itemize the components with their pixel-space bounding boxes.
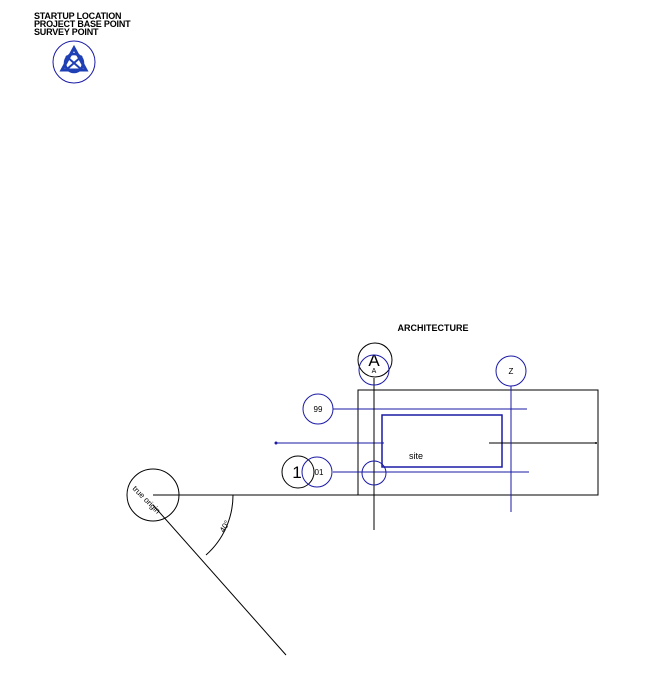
- drawing-title: ARCHITECTURE: [398, 323, 469, 333]
- survey-point-icon[interactable]: [52, 40, 96, 84]
- elevation-right-end: [595, 442, 597, 444]
- level-bubble-lower[interactable]: 01: [301, 456, 333, 488]
- grid-bubble-z[interactable]: Z: [495, 355, 527, 387]
- section-marker-label: 1: [292, 463, 301, 482]
- elevation-left-end: [274, 441, 278, 445]
- level-bubble-upper-label: 99: [314, 405, 323, 414]
- room-boundary[interactable]: [381, 414, 503, 468]
- angle-arc: [205, 494, 234, 556]
- angle-label: 40°: [218, 519, 232, 534]
- level-bubble-lower-label: 01: [315, 468, 324, 477]
- intersection-marker[interactable]: [361, 460, 387, 486]
- true-origin-label: true origin: [131, 484, 163, 516]
- room-label: site: [409, 451, 423, 461]
- section-marker[interactable]: 1: [281, 455, 315, 489]
- grid-bubble-a-small-label: A: [372, 368, 377, 375]
- legend-survey-point: SURVEY POINT: [34, 27, 99, 37]
- legend-project-base-point: PROJECT BASE POINT: [34, 19, 131, 29]
- legend-startup-location: STARTUP LOCATION: [34, 11, 122, 21]
- grid-bubble-a-small[interactable]: A: [358, 354, 390, 386]
- grid-bubble-z-label: Z: [509, 367, 514, 376]
- true-north-line: [152, 504, 287, 656]
- point-legend: STARTUP LOCATION PROJECT BASE POINT SURV…: [34, 11, 131, 37]
- level-bubble-upper[interactable]: 99: [302, 393, 334, 425]
